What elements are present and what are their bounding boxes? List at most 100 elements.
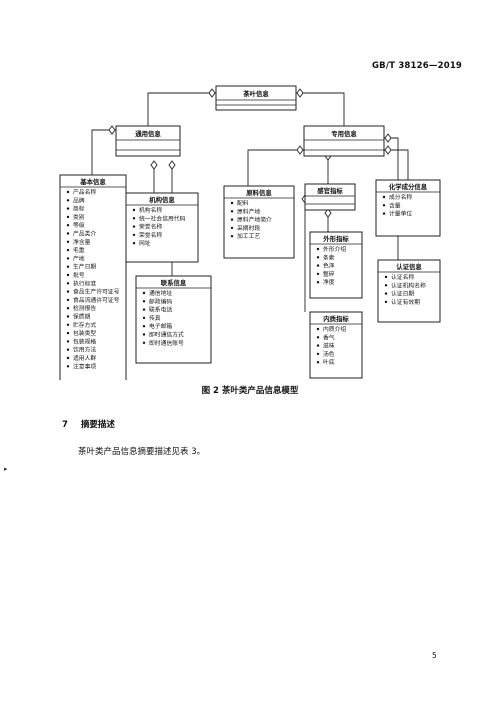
bullet-icon [316,336,320,339]
root-to-special-line [296,92,345,126]
quality-attribute: 滋味 [323,342,335,350]
contact-attribute: 即时通信账号 [149,339,184,347]
root-to-general-line [147,92,216,126]
cert-attribute: 认证机构名称 [391,281,426,289]
bullet-icon [66,348,70,351]
quality-attribute: 香气 [323,333,335,341]
bullet-icon [66,232,70,235]
bullet-icon [230,226,234,230]
contact-attribute: 联系电话 [149,306,172,314]
bullet-icon [384,284,388,287]
appearance-attribute: 净度 [323,278,335,286]
cert-box-frame [377,259,441,323]
sensory-class-box: 感官指标 [304,183,356,211]
cert-attribute: 认证有效期 [391,298,420,306]
root-box-frame [215,85,297,111]
basic-attribute: 适用人群 [73,354,96,362]
basic-attribute: 毛重 [73,246,85,254]
bullet-icon [66,273,70,277]
basic-attribute: 执行标准 [73,279,96,287]
root-class-box: 茶叶信息 [215,85,297,111]
bullet-icon [316,281,320,284]
quality-box-frame [309,311,363,379]
basic-class-box: 基本信息产品名称品牌商标类别等级产品类介净含量毛重产地生产日期批号执行标准食品生… [59,174,127,380]
raw-attribute: 加工工艺 [237,232,260,240]
basic-attribute: 包装规格 [73,337,96,345]
appearance-title: 外形指标 [323,234,349,243]
special-chem-diamond-icon [384,145,392,155]
bullet-icon [66,356,70,360]
bullet-icon [230,235,234,238]
sensory-box-frame [304,183,356,211]
section-title: 摘要描述 [80,420,115,430]
basic-attribute: 贮存方式 [73,321,96,329]
basic-attribute: 产品类介 [73,230,96,238]
bullet-icon [230,201,234,205]
quality-attribute: 内质介绍 [323,325,346,333]
bullet-icon [66,290,70,293]
cert-title: 认证信息 [396,262,422,271]
basic-attribute: 保质期 [73,313,91,321]
bullet-icon [132,242,136,245]
special-box-frame [303,125,385,157]
bullet-icon [316,344,320,347]
bullet-icon [142,341,146,344]
chem-attribute: 含量 [389,201,401,209]
bullet-icon [142,300,146,303]
contact-box-frame [135,275,212,364]
quality-attribute: 汤色 [323,350,335,358]
special-cert-diamond-icon [384,133,392,143]
contact-title: 联系信息 [161,278,187,287]
bullet-icon [382,204,386,207]
basic-attribute: 饮用方法 [73,346,96,354]
bullet-icon [66,240,70,243]
appearance-attribute: 条索 [323,253,335,261]
section-heading: 7 摘要描述 [62,418,115,430]
basic-attribute: 类别 [73,213,85,221]
bullet-icon [66,365,70,368]
special-to-raw-line [247,149,304,186]
chem-box-frame [375,179,441,237]
basic-attribute: 产品名称 [73,188,96,196]
quality-attribute: 叶底 [323,358,335,366]
bullet-icon [66,298,70,302]
contact-attribute: 邮政编码 [149,297,172,305]
body-paragraph: 茶叶类产品信息摘要描述见表 3。 [78,447,206,457]
chem-title: 化学成分信息 [389,182,428,191]
margin-mark: ▸ [4,465,8,473]
sensory-appearance-diamond-icon [324,208,332,218]
basic-attribute: 净含量 [73,238,91,246]
bullet-icon [132,217,136,220]
basic-attribute: 产地 [73,254,85,262]
appearance-attribute: 外形介绍 [323,245,346,253]
basic-attribute: 商标 [73,205,85,213]
special-title: 专用信息 [331,129,357,138]
special-to-chem-line [384,149,409,180]
basic-attribute: 检测报告 [73,304,96,312]
cert-attribute: 认证日期 [391,290,414,298]
tea-product-information-model-diagram: 茶叶信息通用信息专用信息基本信息产品名称品牌商标类别等级产品类介净含量毛重产地生… [59,85,441,380]
root-title: 茶叶信息 [242,89,269,98]
org-attribute: 网址 [139,239,151,247]
contact-attribute: 传真 [149,314,161,322]
section-number: 7 [62,420,68,430]
bullet-icon [316,361,320,364]
standard-number: GB/T 38126—2019 [372,61,463,71]
org-attribute: 荣誉名称 [139,223,162,231]
bullet-icon [66,282,70,285]
general-box-frame [115,125,181,157]
bullet-icon [66,257,70,260]
bullet-icon [142,291,146,295]
org-attribute: 统一社会信用代码 [139,214,186,222]
raw-attribute: 配料 [237,199,249,207]
org-title: 机构信息 [149,195,175,204]
bullet-icon [230,218,234,221]
cert-attribute: 认证名称 [391,273,414,281]
bullet-icon [230,210,234,213]
basic-attribute: 食品流通许可证号 [73,296,120,304]
org-attribute: 机构名称 [139,206,162,214]
